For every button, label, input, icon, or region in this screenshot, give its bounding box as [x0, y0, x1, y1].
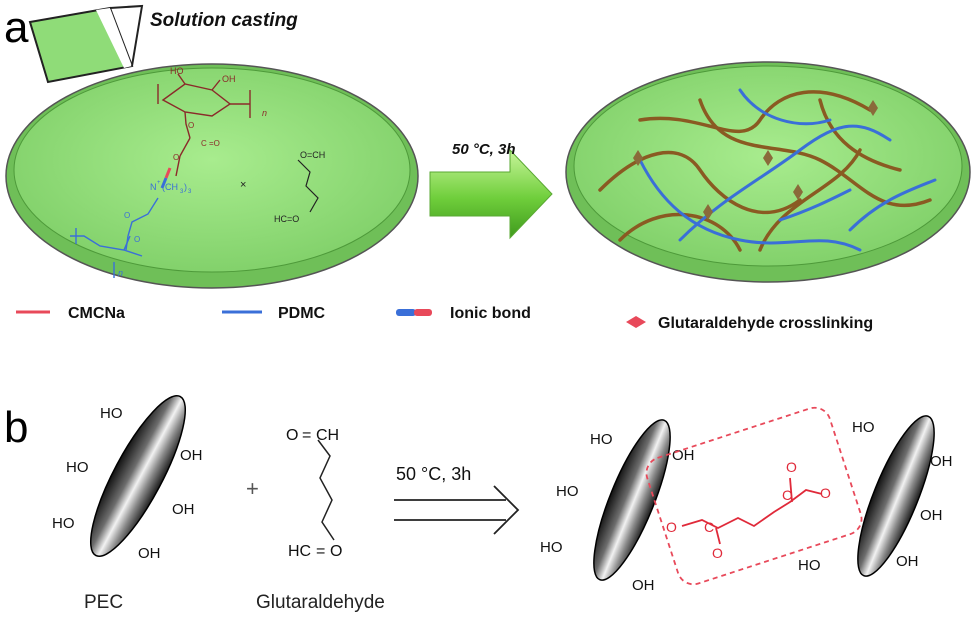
cmc-eq: =O: [209, 139, 220, 148]
product-right-hydroxyls: HO OH OH OH HO: [798, 419, 953, 574]
product-particle-left: [593, 419, 671, 581]
pec-hydroxyls: HO HO HO OH OH OH: [52, 405, 203, 562]
product-particle-right: [857, 415, 935, 577]
panel-a: a Solution casting HO OH n: [4, 3, 971, 332]
pdmc-methyl-sub2: 3: [188, 189, 192, 195]
arrow-label-b: 50 °C, 3h: [396, 464, 471, 484]
pec-oh-2: OH: [172, 501, 195, 518]
pec-oh-3: OH: [138, 545, 161, 562]
pec-particle: [89, 394, 187, 558]
pdmc-methyl-close: ): [184, 182, 187, 192]
panel-a-letter: a: [4, 3, 29, 52]
legend-cmcna-label: CMCNa: [68, 305, 125, 322]
reaction-arrow-a: [429, 148, 553, 240]
pl-ho-3: HO: [540, 539, 563, 556]
legend-glut-label: Glutaraldehyde crosslinking: [658, 315, 873, 332]
casting-title: Solution casting: [150, 10, 298, 31]
pdmc-o2: O: [134, 235, 140, 244]
ester-o-left: O: [666, 519, 677, 535]
diamond-icon: [626, 316, 646, 328]
crosslink-diamonds: [633, 100, 878, 220]
ester-c-right: C: [782, 487, 792, 503]
pdmc-methyl-sub: 3: [180, 189, 184, 195]
ester-o-right: O: [820, 485, 831, 501]
cmc-structure: [157, 73, 251, 177]
cmc-c: C: [201, 139, 207, 148]
pr-oh-3: OH: [896, 553, 919, 570]
cmc-oh: OH: [222, 74, 236, 84]
ester-c-left: C: [704, 519, 714, 535]
glut-eq-bottom: =: [316, 543, 325, 560]
glut-label: Glutaraldehyde: [256, 592, 385, 613]
plus-sign: +: [246, 476, 259, 501]
arrow-label-a: 50 °C, 3h: [452, 141, 516, 158]
pdmc-structure: [70, 197, 159, 278]
pr-oh-2: OH: [920, 507, 943, 524]
glutaraldehyde-small: [297, 159, 319, 213]
pr-oh-1: OH: [930, 453, 953, 470]
pl-ho-1: HO: [590, 431, 613, 448]
pec-ho-2: HO: [66, 459, 89, 476]
pdmc-n: N: [150, 182, 157, 192]
cmc-o: O: [188, 121, 194, 130]
panel-b: b HO HO HO OH OH OH PEC + O = CH HC = O …: [4, 394, 953, 613]
pdmc-chains: [638, 88, 937, 252]
ald-top-a: O=CH: [300, 150, 325, 160]
cross-sign: ×: [240, 179, 246, 191]
legend-ionic-label: Ionic bond: [450, 305, 531, 322]
pec-label: PEC: [84, 592, 123, 613]
ester-o-eq-right: O: [786, 459, 797, 475]
ester-o-eq-left: O: [712, 545, 723, 561]
pec-ho-1: HO: [100, 405, 123, 422]
glutaraldehyde-structure: [317, 439, 335, 541]
legend-pdmc-label: PDMC: [278, 305, 326, 322]
pec-ho-3: HO: [52, 515, 75, 532]
pl-ho-2: HO: [556, 483, 579, 500]
ald-bottom-a: HC=O: [274, 214, 299, 224]
pr-ho-1: HO: [852, 419, 875, 436]
panel-b-letter: b: [4, 403, 28, 452]
cmc-ho: HO: [170, 66, 184, 76]
ester-linker: [681, 477, 823, 545]
left-petri-dish: [5, 63, 419, 289]
glut-eq-top: =: [302, 427, 311, 444]
glut-o-top: O: [286, 427, 298, 444]
pdmc-o: O: [124, 211, 130, 220]
glut-hc: HC: [288, 543, 311, 560]
cmc-n: n: [262, 108, 267, 118]
cmc-o2: O: [173, 153, 179, 162]
legend: CMCNa PDMC Ionic bond Glutaraldehyde cro…: [16, 305, 873, 332]
pec-oh-1: OH: [180, 447, 203, 464]
glut-o-bottom: O: [330, 543, 342, 560]
ionic-bond-icon: [396, 309, 432, 316]
pdmc-plus: +: [157, 180, 161, 186]
glut-ch: CH: [316, 427, 339, 444]
pdmc-n-sub: n: [118, 268, 123, 278]
reaction-arrow-b: [394, 485, 520, 535]
pr-ho-2: HO: [798, 557, 821, 574]
pl-oh-2: OH: [632, 577, 655, 594]
crosslink-highlight-box: [645, 406, 863, 586]
pdmc-methyl: (CH: [162, 182, 178, 192]
